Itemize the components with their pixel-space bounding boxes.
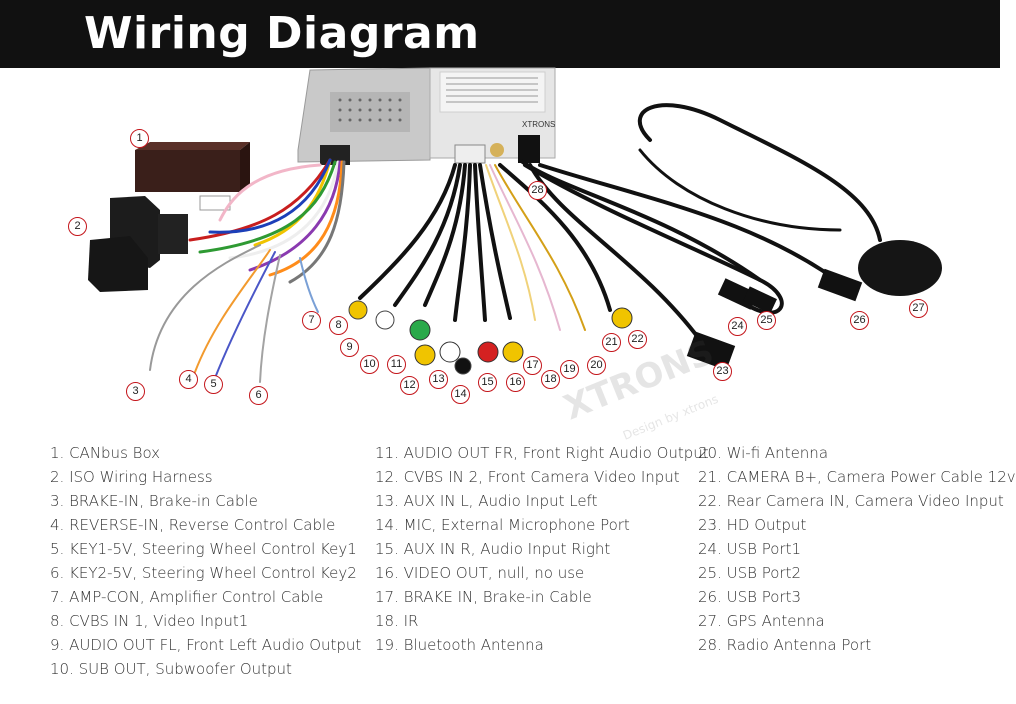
callout-12: 12 — [400, 376, 419, 395]
device-brand-text: XTRONS — [522, 120, 555, 129]
legend-item: 8. CVBS IN 1, Video Input1 — [50, 612, 249, 630]
legend-item: 9. AUDIO OUT FL, Front Left Audio Output — [50, 636, 362, 654]
callout-17: 17 — [523, 356, 542, 375]
wiring-illustration: XTRONS — [0, 67, 1000, 443]
callout-18: 18 — [541, 370, 560, 389]
legend-item: 7. AMP-CON, Amplifier Control Cable — [50, 588, 324, 606]
legend-item: 25. USB Port2 — [698, 564, 801, 582]
legend-item: 11. AUDIO OUT FR, Front Right Audio Outp… — [375, 444, 709, 462]
legend-item: 14. MIC, External Microphone Port — [375, 516, 630, 534]
callout-26: 26 — [850, 311, 869, 330]
legend-item: 18. IR — [375, 612, 419, 630]
legend-item: 19. Bluetooth Antenna — [375, 636, 544, 654]
legend-item: 15. AUX IN R, Audio Input Right — [375, 540, 611, 558]
callout-9: 9 — [340, 338, 359, 357]
rca-connectors — [348, 300, 633, 375]
legend-item: 20. Wi-fi Antenna — [698, 444, 829, 462]
callout-15: 15 — [478, 373, 497, 392]
iso-harness — [88, 196, 188, 292]
legend-item: 5. KEY1-5V, Steering Wheel Control Key1 — [50, 540, 357, 558]
callout-10: 10 — [360, 355, 379, 374]
callout-6: 6 — [249, 386, 268, 405]
legend-item: 12. CVBS IN 2, Front Camera Video Input — [375, 468, 680, 486]
callout-7: 7 — [302, 311, 321, 330]
cable-bundle — [149, 103, 882, 383]
callout-20: 20 — [587, 356, 606, 375]
legend-column-2: 11. AUDIO OUT FR, Front Right Audio Outp… — [375, 441, 709, 657]
legend-item: 24. USB Port1 — [698, 540, 801, 558]
callout-8: 8 — [329, 316, 348, 335]
page-title: Wiring Diagram — [84, 8, 480, 59]
callout-3: 3 — [126, 382, 145, 401]
head-unit: XTRONS — [297, 67, 556, 165]
canbus-box — [135, 142, 250, 211]
callout-4: 4 — [179, 370, 198, 389]
callout-11: 11 — [387, 355, 406, 374]
legend-item: 4. REVERSE-IN, Reverse Control Cable — [50, 516, 336, 534]
callout-16: 16 — [506, 373, 525, 392]
callout-25: 25 — [757, 311, 776, 330]
legend-column-3: 20. Wi-fi Antenna 21. CAMERA B+, Camera … — [698, 441, 1016, 657]
callout-23: 23 — [713, 362, 732, 381]
legend-item: 21. CAMERA B+, Camera Power Cable 12v — [698, 468, 1016, 486]
legend-item: 10. SUB OUT, Subwoofer Output — [50, 660, 292, 678]
legend-item: 17. BRAKE IN, Brake-in Cable — [375, 588, 592, 606]
legend-item: 22. Rear Camera IN, Camera Video Input — [698, 492, 1004, 510]
legend-item: 27. GPS Antenna — [698, 612, 825, 630]
legend-column-1: 1. CANbus Box 2. ISO Wiring Harness 3. B… — [50, 441, 361, 681]
peripheral-plugs — [686, 240, 942, 371]
watermark: XTRONS Design by xtrons — [558, 332, 720, 443]
callout-24: 24 — [728, 317, 747, 336]
callout-13: 13 — [429, 370, 448, 389]
callout-21: 21 — [602, 333, 621, 352]
legend-item: 1. CANbus Box — [50, 444, 161, 462]
legend-item: 13. AUX IN L, Audio Input Left — [375, 492, 598, 510]
callout-14: 14 — [451, 385, 470, 404]
legend-item: 2. ISO Wiring Harness — [50, 468, 213, 486]
callout-1: 1 — [130, 129, 149, 148]
callout-19: 19 — [560, 360, 579, 379]
callout-22: 22 — [628, 330, 647, 349]
callout-28: 28 — [528, 181, 547, 200]
callout-5: 5 — [204, 375, 223, 394]
legend-item: 3. BRAKE-IN, Brake-in Cable — [50, 492, 258, 510]
legend-item: 16. VIDEO OUT, null, no use — [375, 564, 585, 582]
legend-item: 23. HD Output — [698, 516, 807, 534]
legend-item: 6. KEY2-5V, Steering Wheel Control Key2 — [50, 564, 357, 582]
legend-item: 26. USB Port3 — [698, 588, 801, 606]
legend-item: 28. Radio Antenna Port — [698, 636, 872, 654]
callout-2: 2 — [68, 217, 87, 236]
header-bar: Wiring Diagram — [0, 0, 1000, 68]
wiring-svg: XTRONS — [88, 67, 942, 443]
callout-27: 27 — [909, 299, 928, 318]
